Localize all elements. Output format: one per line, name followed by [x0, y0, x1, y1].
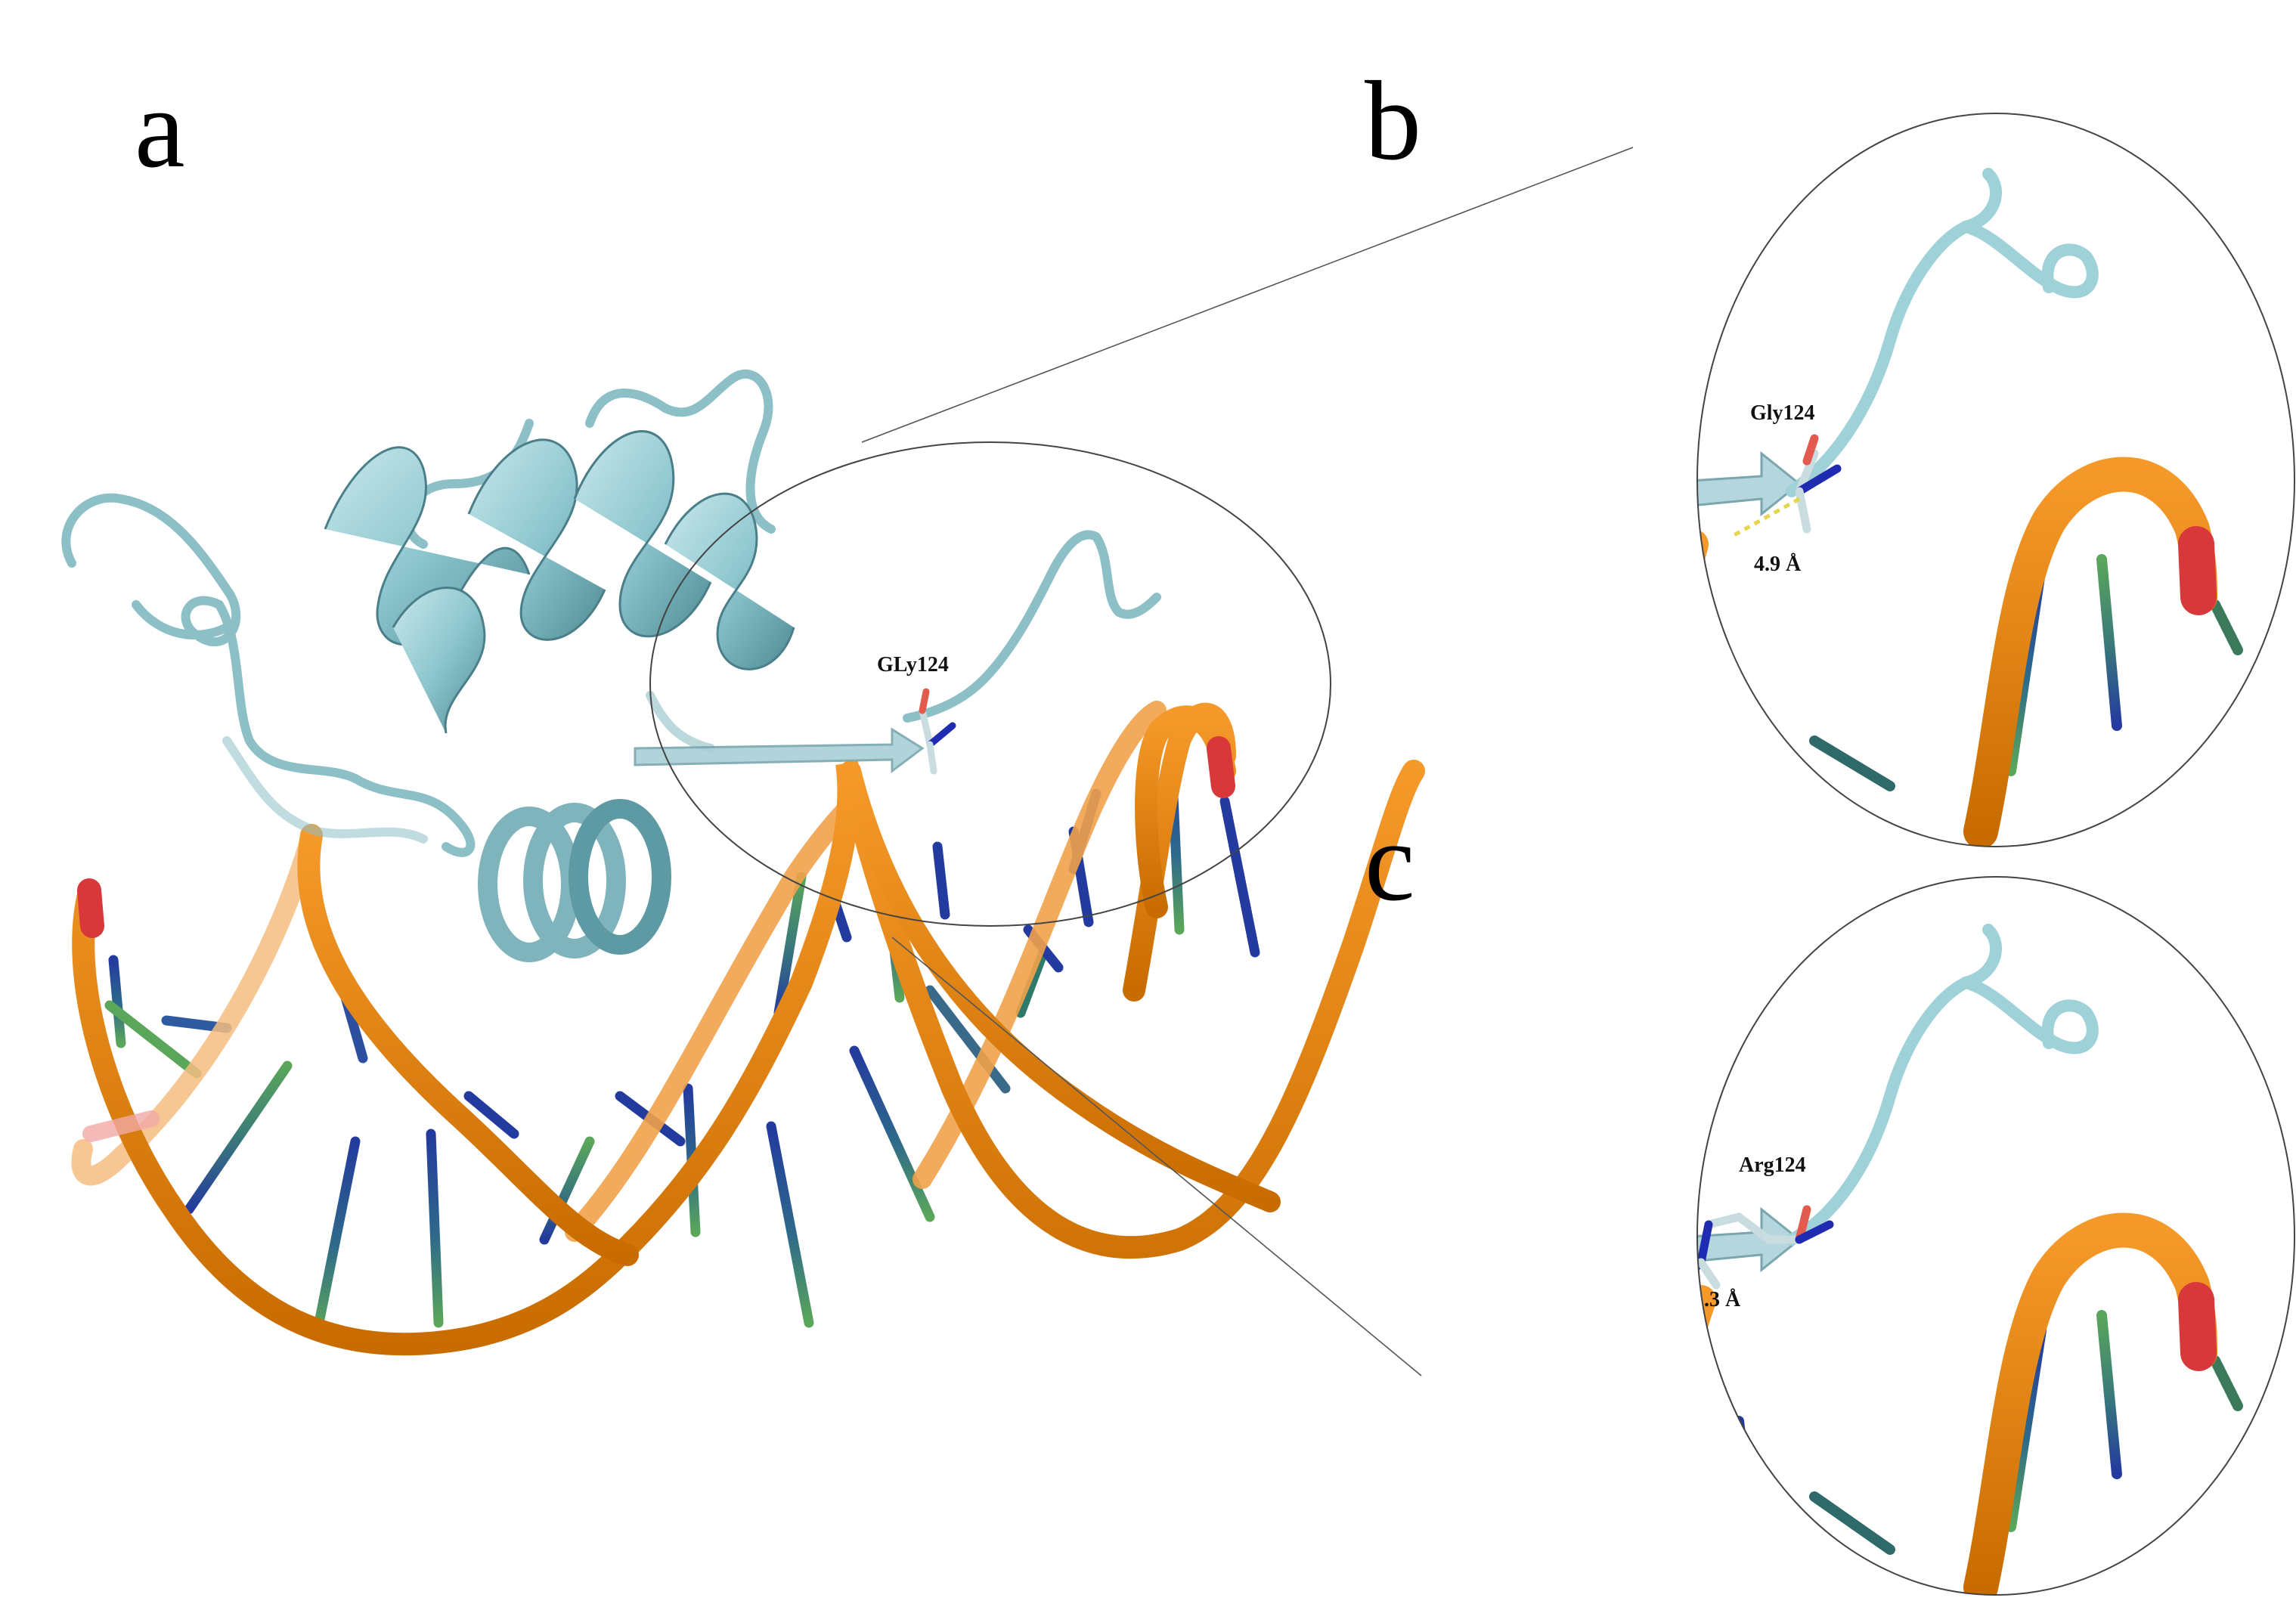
- panel-a-letter: a: [135, 66, 185, 191]
- beta-strand-b: [1697, 451, 1802, 523]
- beta-strand-a: [634, 727, 925, 773]
- dna-strand-rear-a2: [565, 791, 864, 1242]
- zoom-connector-top: [861, 147, 1634, 443]
- residue-label-c: Arg124: [1739, 1153, 1806, 1177]
- dna-end-faded: [82, 1110, 160, 1142]
- residue-label-b: Gly124: [1750, 401, 1815, 425]
- dna-backbone-tail-a: [840, 760, 1281, 1212]
- panel-b-letter: b: [1365, 58, 1421, 184]
- protein-helices-a: [324, 430, 795, 734]
- coiled-helix-a: [478, 799, 671, 962]
- distance-dash-b: [1730, 497, 1801, 539]
- dna-strand-rear-a3: [913, 701, 1167, 1189]
- residue-label-a: GLy124: [877, 653, 949, 677]
- panel-c-letter: c: [1365, 799, 1415, 924]
- zoom-region-a: [649, 441, 1331, 927]
- zoom-connector-bottom: [891, 937, 1422, 1376]
- dna-backbone-loop-a: [1135, 705, 1236, 918]
- beta-strand-c: [1697, 1206, 1802, 1279]
- dna-5prime-end-2: [1207, 736, 1235, 798]
- dna-5prime-end-1: [77, 878, 104, 938]
- zoom-circle-c: [1696, 876, 2295, 1596]
- panel-b: b: [1365, 58, 2295, 847]
- distance-label-b: 4.9 Å: [1754, 553, 1802, 576]
- panel-a: a: [61, 66, 1425, 1356]
- zoom-circle-b: [1696, 113, 2295, 847]
- distance-label-c: 1.3 Å: [1693, 1288, 1741, 1311]
- dna-backbone-front-a: [72, 760, 1425, 1356]
- panel-c: c: [1365, 799, 2295, 1596]
- gly124-sidechain-a: [919, 688, 956, 775]
- dna-backbone-strand2-a: [297, 824, 639, 1266]
- dna-strand-rear-a: [71, 829, 320, 1186]
